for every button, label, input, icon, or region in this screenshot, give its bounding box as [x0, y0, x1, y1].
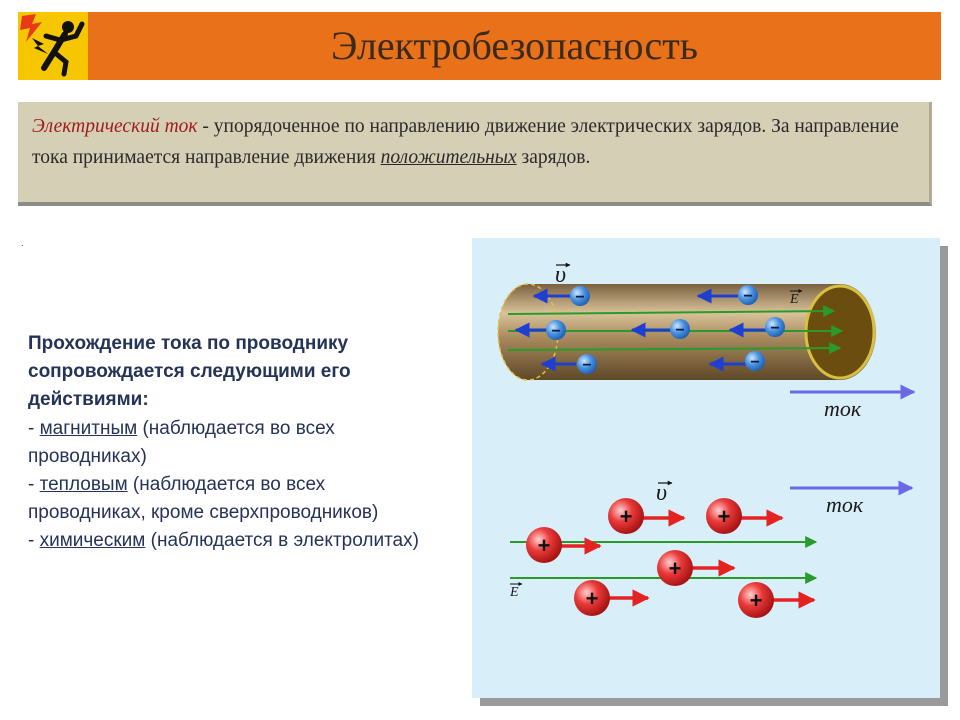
svg-text:+: + [620, 504, 633, 529]
electron: − [738, 285, 758, 305]
svg-text:−: − [770, 320, 779, 337]
current-label-top: ток [824, 396, 862, 421]
electron: − [570, 286, 590, 306]
svg-text:−: − [750, 354, 759, 371]
positive-ion: + [526, 527, 562, 563]
svg-text:+: + [586, 586, 599, 611]
effect-item-chemical: - химическим (наблюдается в электролитах… [28, 530, 419, 552]
electron: − [765, 317, 785, 337]
definition-underlined-word: положительных [380, 147, 517, 168]
electron: − [546, 320, 566, 340]
electron: − [577, 354, 597, 374]
current-diagram: − − − − − − − + + + + + + [497, 262, 916, 618]
effects-lead: Прохождение тока по проводнику сопровожд… [28, 333, 351, 411]
electron: − [670, 319, 690, 339]
field-label-bottom: E [510, 585, 519, 600]
positive-ion: + [657, 550, 693, 586]
svg-text:−: − [575, 289, 584, 306]
definition-box: Электрический ток - упорядоченное по нап… [18, 102, 932, 206]
svg-text:+: + [538, 533, 551, 558]
velocity-label-bottom: υ [656, 480, 668, 506]
svg-text:−: − [551, 323, 560, 340]
velocity-label-top: υ [555, 262, 567, 288]
field-line [507, 342, 842, 355]
page-title: Электробезопасность [331, 23, 698, 68]
stray-mark: . [21, 238, 24, 249]
definition-term: Электрический ток [32, 116, 198, 137]
svg-text:−: − [582, 357, 591, 374]
svg-text:+: + [718, 504, 731, 529]
electric-shock-warning-icon [18, 12, 88, 80]
svg-text:−: − [743, 288, 752, 305]
positive-ion: + [738, 582, 774, 618]
positive-ion: + [608, 498, 644, 534]
svg-text:−: − [675, 322, 684, 339]
positive-ion: + [706, 498, 742, 534]
svg-text:+: + [750, 588, 763, 613]
effect-item-thermal: - тепловым (наблюдается во всех проводни… [28, 474, 379, 524]
effects-text: Прохождение тока по проводнику сопровожд… [28, 330, 448, 556]
current-diagram-panel: − − − − − − − + + + + + + υ E ток [472, 238, 948, 706]
svg-text:+: + [669, 556, 682, 581]
field-line [507, 305, 836, 318]
electron: − [745, 351, 765, 371]
title-bar: Электробезопасность [18, 12, 941, 80]
effect-item-magnetic: - магнитным (наблюдается во всех проводн… [28, 417, 335, 467]
definition-text-end: зарядов. [516, 147, 591, 168]
current-label-bottom: ток [826, 492, 864, 517]
definition-text: - упорядоченное по направлению движение … [32, 116, 899, 168]
field-label-top: E [790, 292, 799, 307]
positive-ion: + [574, 580, 610, 616]
